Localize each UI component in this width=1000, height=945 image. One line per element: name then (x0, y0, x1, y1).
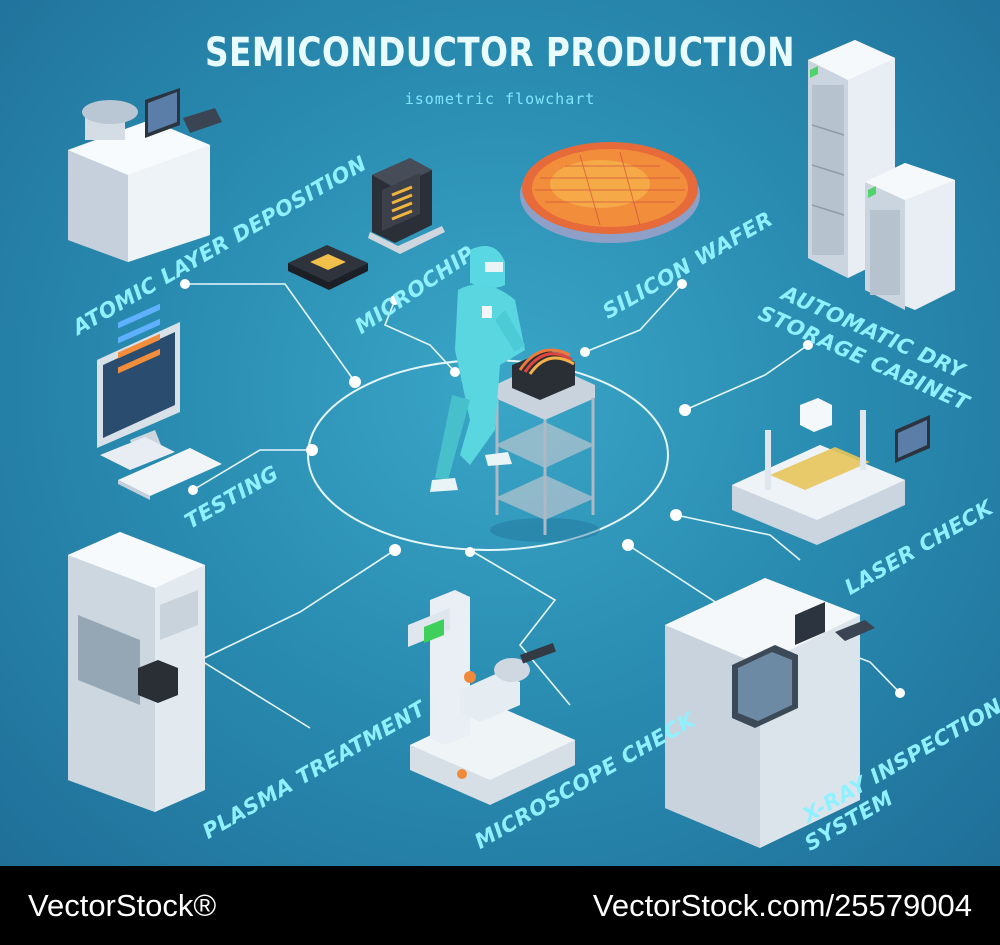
flowchart-artwork (68, 40, 955, 848)
footer-brand: VectorStock® (28, 888, 217, 923)
microchip-large-icon (368, 158, 445, 254)
page-subtitle: isometric flowchart (404, 90, 596, 108)
plasma-treatment-machine-icon (68, 532, 205, 812)
xray-inspection-machine-icon (665, 578, 875, 848)
atomic-layer-deposition-machine-icon (68, 88, 222, 262)
connector-dots (180, 279, 905, 698)
watermark-footer: VectorStock® VectorStock.com/25579004 (0, 866, 1000, 945)
testing-computer-icon (97, 303, 222, 500)
microchip-small-icon (288, 245, 368, 290)
laser-check-machine-icon (732, 398, 930, 545)
microscope-icon (408, 590, 575, 805)
flowchart-canvas: SEMICONDUCTOR PRODUCTION isometric flowc… (0, 0, 1000, 866)
silicon-wafer-icon (520, 142, 700, 243)
dry-storage-cabinet-icon (808, 40, 955, 310)
footer-image-id: VectorStock.com/25579004 (592, 888, 972, 923)
page-title: SEMICONDUCTOR PRODUCTION (204, 30, 796, 76)
operator-with-cart-icon (430, 246, 600, 542)
